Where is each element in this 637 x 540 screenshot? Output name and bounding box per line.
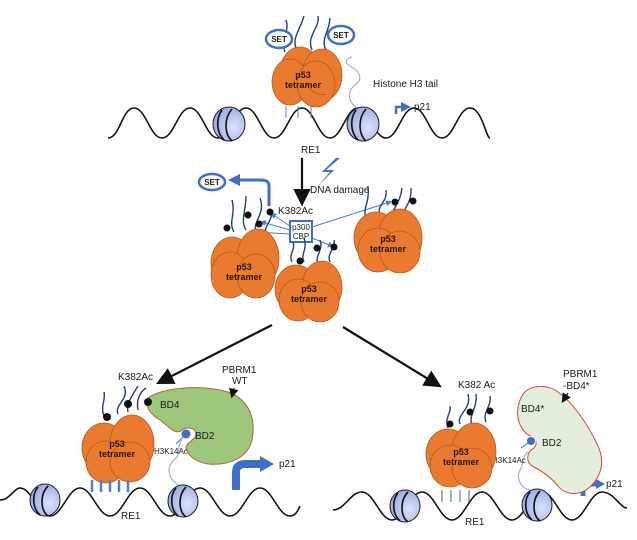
dna-damage-transition: DNA damage bbox=[293, 158, 370, 207]
bd4-mutant-protein-label: -BD4* bbox=[563, 381, 590, 392]
nucleosome bbox=[389, 489, 421, 523]
set-label: SET bbox=[271, 35, 287, 44]
middle-panel: SET K382Ac p300 CBP bbox=[156, 172, 442, 388]
pbrm1-label: PBRM1 bbox=[222, 365, 257, 376]
histone-h3-tail bbox=[168, 439, 183, 486]
set-protein: SET bbox=[326, 24, 356, 46]
p53-label: p53 bbox=[380, 234, 396, 244]
p300-label: p300 bbox=[292, 223, 310, 232]
re1-label: RE1 bbox=[121, 511, 141, 522]
p21-label: p21 bbox=[606, 479, 623, 490]
p53-tetramer: p53 tetramer bbox=[274, 237, 343, 323]
k382ac-label: K382Ac bbox=[278, 206, 313, 217]
dna-damage-label: DNA damage bbox=[310, 185, 370, 196]
p53-tetramer: p53 tetramer bbox=[271, 15, 343, 108]
k382ac-label: K382 Ac bbox=[458, 380, 495, 391]
p53-tetramer: p53 tetramer bbox=[210, 195, 280, 299]
p53-tetramer-label: tetramer bbox=[99, 449, 136, 459]
weak-binding-arrows bbox=[441, 490, 470, 502]
p53-tetramer-label: tetramer bbox=[285, 80, 322, 90]
right-panel-pbrm1-bd4-mutant: RE1 p21 BD2 BD4* H3K14Ac PBRM1 -BD4* K38… bbox=[332, 369, 628, 528]
p21-label: p21 bbox=[279, 459, 296, 470]
nucleosome bbox=[521, 488, 553, 522]
acetylation-lines bbox=[252, 200, 392, 248]
strong-binding-arrows bbox=[90, 480, 130, 492]
p53-tetramer: p53 tetramer bbox=[353, 185, 423, 274]
bd4-label: BD4 bbox=[160, 400, 180, 411]
p53-label: p53 bbox=[301, 284, 317, 294]
dna-strand bbox=[332, 491, 628, 521]
set-release-arrow bbox=[236, 178, 271, 206]
histone-h3-tail-label: Histone H3 tail bbox=[373, 79, 438, 90]
histone-h3-tail bbox=[517, 451, 531, 491]
nucleosome bbox=[212, 106, 246, 142]
p21-promoter-arrow bbox=[394, 102, 411, 114]
nucleosome bbox=[167, 484, 199, 518]
p53-tetramer: p53 tetramer bbox=[425, 393, 497, 489]
h3k14ac-label: H3K14Ac bbox=[154, 447, 188, 456]
bd2-label: BD2 bbox=[195, 431, 215, 442]
p53-label: p53 bbox=[453, 447, 469, 457]
p53-tetramer-label: tetramer bbox=[443, 457, 480, 467]
wt-label: WT bbox=[232, 376, 248, 387]
k382ac-label: K382Ac bbox=[118, 372, 153, 383]
set-protein: SET bbox=[197, 172, 227, 192]
bd2-label: BD2 bbox=[542, 438, 562, 449]
p53-tetramer-label: tetramer bbox=[291, 294, 328, 304]
p53-label: p53 bbox=[236, 262, 252, 272]
nucleosome bbox=[346, 106, 380, 142]
set-protein: SET bbox=[264, 28, 294, 50]
set-label: SET bbox=[204, 178, 220, 187]
p53-label: p53 bbox=[109, 439, 125, 449]
lightning-bolt-icon bbox=[318, 158, 340, 186]
binding-arrows bbox=[285, 106, 312, 118]
pbrm1-bd4-mutant-protein bbox=[517, 386, 602, 494]
bd4-mutant-label: BD4* bbox=[521, 404, 544, 415]
histone-h3-tail bbox=[345, 56, 361, 109]
p21-promoter-arrow bbox=[232, 460, 262, 490]
nucleosome bbox=[29, 483, 61, 517]
re1-label: RE1 bbox=[301, 145, 321, 156]
cbp-label: CBP bbox=[293, 232, 309, 241]
set-label: SET bbox=[333, 31, 349, 40]
p53-label: p53 bbox=[295, 70, 311, 80]
p53-tetramer-label: tetramer bbox=[370, 244, 407, 254]
re1-label: RE1 bbox=[465, 517, 485, 528]
branch-arrow-left bbox=[156, 324, 273, 384]
top-panel: Histone H3 tail p21 RE1 p53 tetramer SET bbox=[107, 15, 491, 156]
branch-arrow-right bbox=[342, 326, 442, 388]
left-panel-pbrm1-wt: RE1 p21 BD2 BD4 H3K14Ac PBRM1 WT K382Ac bbox=[0, 365, 301, 522]
p21-label: p21 bbox=[414, 102, 431, 113]
h3k14ac-label: H3K14Ac bbox=[492, 456, 526, 465]
p53-tetramer-label: tetramer bbox=[226, 272, 263, 282]
p53-tetramer: p53 tetramer bbox=[81, 385, 155, 484]
dna-strand bbox=[107, 107, 491, 139]
pbrm1-label: PBRM1 bbox=[563, 369, 598, 380]
p300-cbp-enzyme: p300 CBP bbox=[289, 220, 313, 243]
